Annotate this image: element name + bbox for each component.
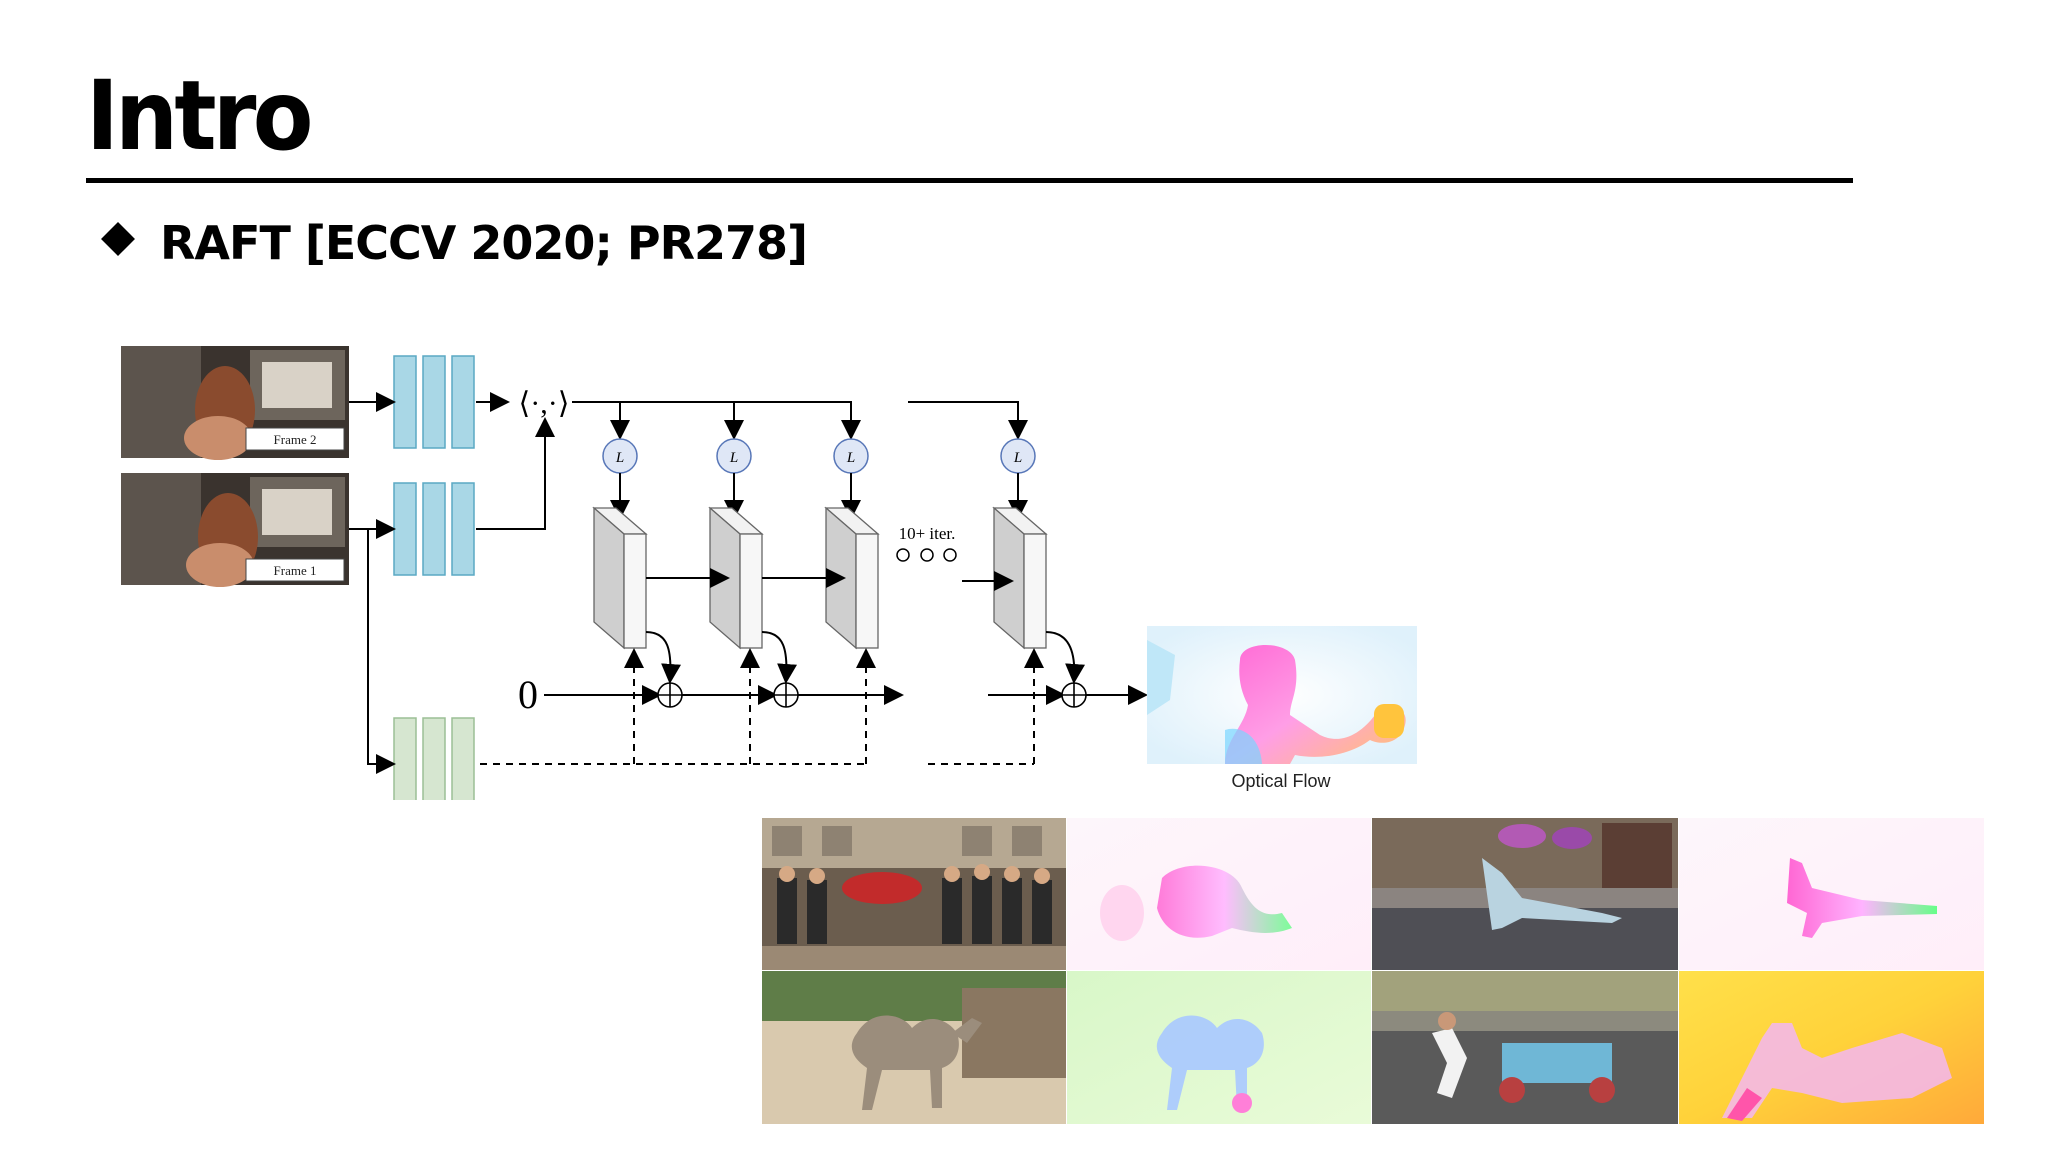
frame-1-label: Frame 1 <box>274 563 317 578</box>
lookup-operators: L L L L <box>603 439 1035 473</box>
update-block-1 <box>594 508 646 648</box>
result-flow-camel <box>1067 971 1371 1124</box>
correlation-operator: ⟨·,·⟩ <box>519 387 570 420</box>
result-photo-street-dancer <box>1372 818 1678 970</box>
results-grid <box>762 818 1984 1124</box>
iterations-label: 10+ iter. <box>899 524 956 543</box>
frame-2-image: Frame 2 <box>121 346 349 460</box>
result-photo-camel <box>762 971 1066 1124</box>
result-flow-gokart <box>1679 971 1984 1124</box>
result-photo-gokart <box>1372 971 1678 1124</box>
frame-2-label: Frame 2 <box>274 432 317 447</box>
lookup-label-4: L <box>1013 450 1022 466</box>
result-photo-breakdance <box>762 818 1066 970</box>
feature-encoder-bottom <box>394 483 474 575</box>
frame-1-image: Frame 1 <box>121 473 349 587</box>
result-flow-breakdance <box>1067 818 1371 970</box>
lookup-label-2: L <box>729 450 738 466</box>
lookup-label-3: L <box>846 450 855 466</box>
feature-encoder-top <box>394 356 474 448</box>
optical-flow-output <box>1147 626 1417 764</box>
context-dashed-lines <box>480 652 1034 764</box>
result-flow-street-dancer <box>1679 818 1984 970</box>
context-encoder <box>394 718 474 800</box>
initial-flow-zero: 0 <box>518 672 538 717</box>
iteration-dots <box>897 549 956 561</box>
lookup-label-1: L <box>615 450 624 466</box>
correlation-lines <box>572 402 1018 436</box>
input-arrows <box>349 402 545 764</box>
raft-architecture-diagram: Frame 2 Frame 1 ⟨·,·⟩ <box>0 0 2048 800</box>
optical-flow-label: Optical Flow <box>1231 771 1331 791</box>
update-block-4 <box>994 508 1046 648</box>
